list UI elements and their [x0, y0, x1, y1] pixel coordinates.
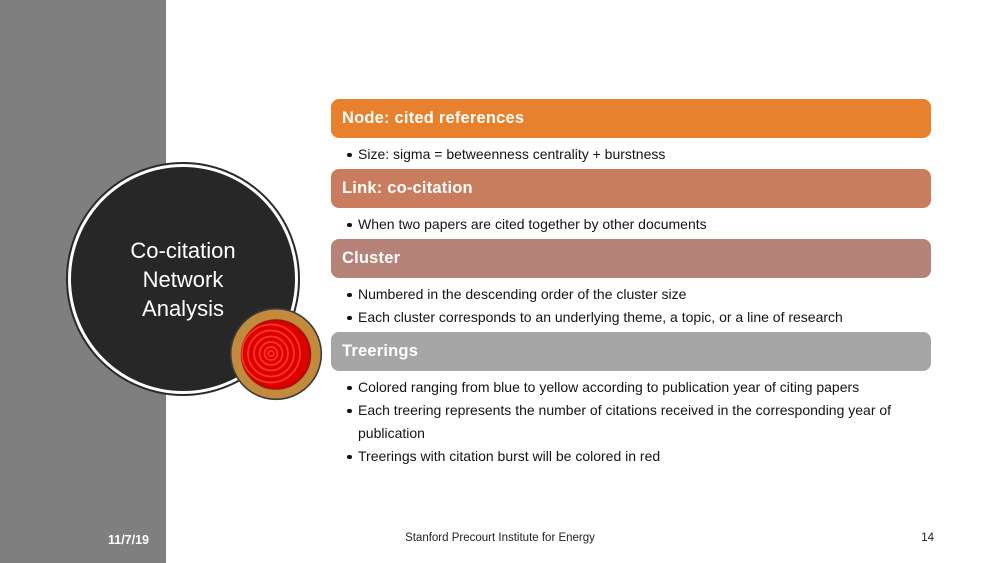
- bullet-item: Treerings with citation burst will be co…: [331, 445, 931, 468]
- section-bullets-treerings: Colored ranging from blue to yellow acco…: [331, 376, 931, 468]
- content-column: Node: cited references Size: sigma = bet…: [331, 99, 931, 471]
- section-header-cluster: Cluster: [331, 239, 931, 278]
- footer-institute-label: Stanford Precourt Institute for Energy: [405, 532, 595, 544]
- bullet-item: Each cluster corresponds to an underlyin…: [331, 306, 931, 329]
- title-line-1: Co-citation: [130, 237, 236, 263]
- bullet-item: Size: sigma = betweenness centrality + b…: [331, 143, 931, 166]
- section-header-node: Node: cited references: [331, 99, 931, 138]
- section-header-link: Link: co-citation: [331, 169, 931, 208]
- bullet-item: Numbered in the descending order of the …: [331, 283, 931, 306]
- slide-date: 11/7/19: [107, 533, 149, 547]
- title-circle: Co-citation Network Analysis: [66, 162, 300, 396]
- section-bullets-link: When two papers are cited together by ot…: [331, 213, 931, 236]
- bullet-item: Colored ranging from blue to yellow acco…: [331, 376, 931, 399]
- treering-icon: [229, 307, 323, 401]
- title-line-2: Network: [142, 266, 224, 292]
- section-bullets-cluster: Numbered in the descending order of the …: [331, 283, 931, 329]
- section-header-treerings: Treerings: [331, 332, 931, 371]
- bullet-item: When two papers are cited together by ot…: [331, 213, 931, 236]
- bullet-item: Each treering represents the number of c…: [331, 399, 931, 445]
- section-bullets-node: Size: sigma = betweenness centrality + b…: [331, 143, 931, 166]
- page-number: 14: [921, 532, 934, 544]
- title-line-3: Analysis: [142, 295, 224, 321]
